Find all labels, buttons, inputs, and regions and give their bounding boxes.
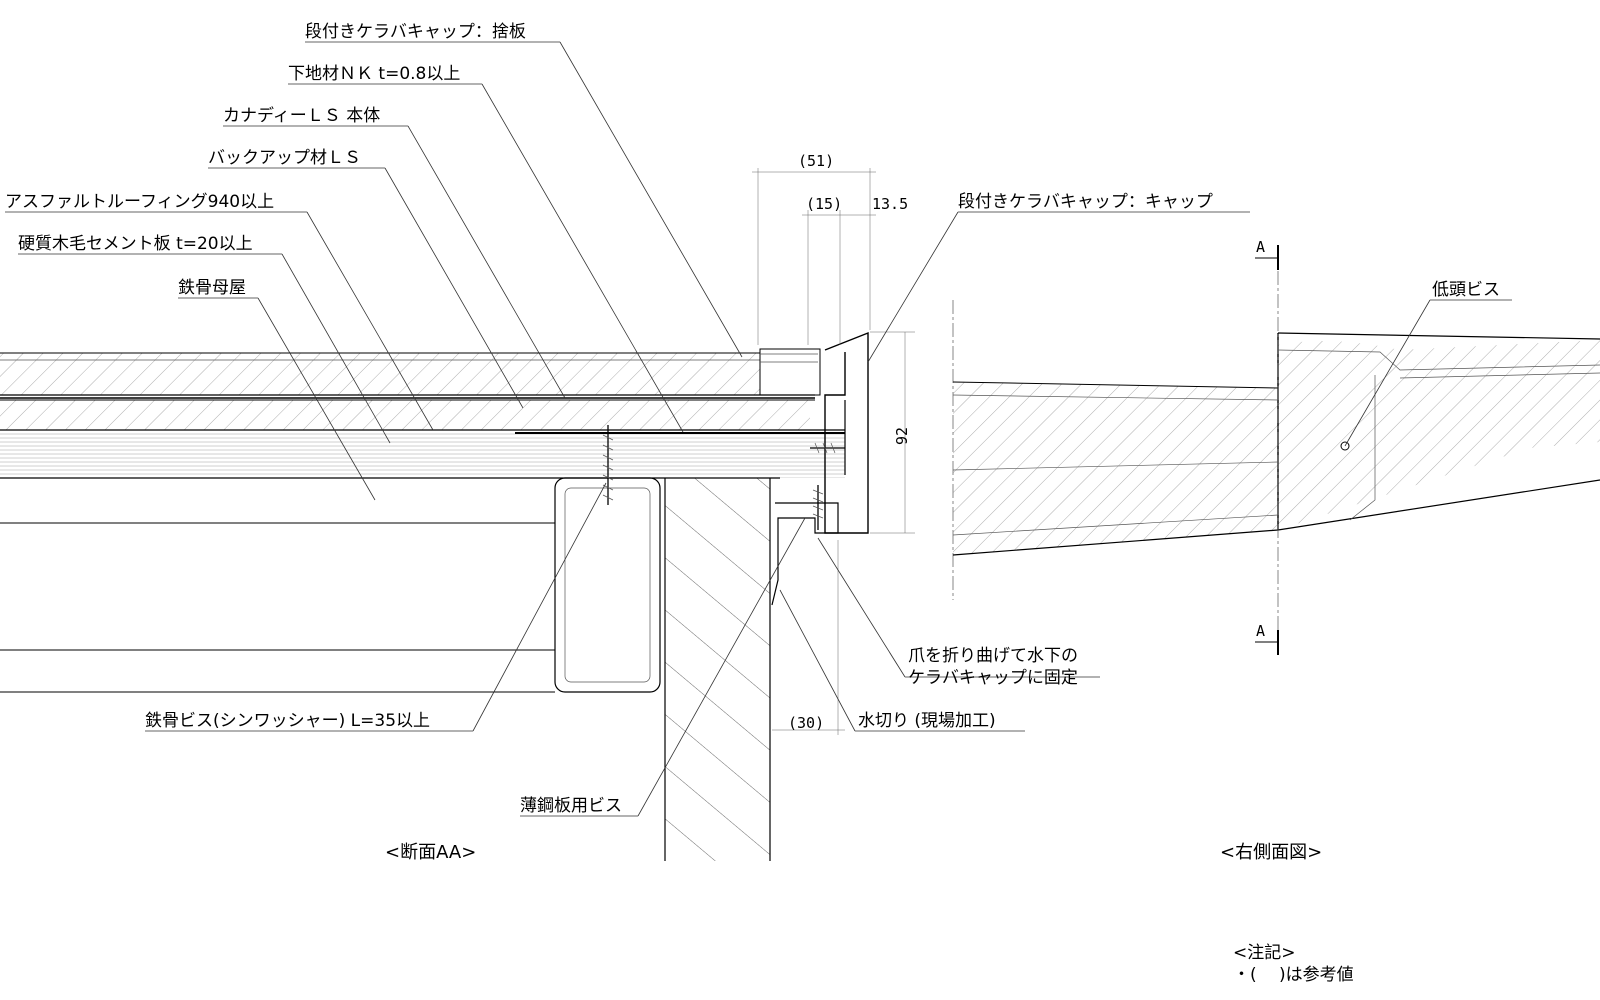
section-mark-bottom: A <box>1256 622 1265 640</box>
label-claw-line2: ケラバキャップに固定 <box>908 668 1078 688</box>
notes-title: <注記> <box>1233 943 1296 963</box>
steel-screw <box>602 425 614 505</box>
caption-section-aa: <断面AA> <box>385 842 476 863</box>
notes-line1: ・( )は参考値 <box>1233 965 1354 985</box>
label-low-head-screw: 低頭ビス <box>1432 280 1500 300</box>
label-steel-purlin: 鉄骨母屋 <box>178 278 246 298</box>
dimension-lines <box>752 168 915 735</box>
label-thin-plate-screw: 薄鋼板用ビス <box>520 796 622 816</box>
label-backup-ls: バックアップ材ＬＳ <box>208 148 361 168</box>
steel-purlin <box>0 478 555 523</box>
leader-lines <box>5 41 1250 817</box>
label-cement-board: 硬質木毛セメント板 t=20以上 <box>18 234 253 254</box>
label-underlay-nk: 下地材ＮＫ t=0.8以上 <box>288 64 460 84</box>
wall <box>665 478 770 861</box>
side-panel <box>953 340 1600 555</box>
label-canady-body: カナディーＬＳ 本体 <box>223 105 380 126</box>
label-drip: 水切り (現場加工) <box>858 711 996 731</box>
cap-screw <box>810 442 845 454</box>
label-steel-screw: 鉄骨ビス(シンワッシャー) L=35以上 <box>145 711 430 731</box>
backup-layer <box>0 400 810 430</box>
right-side-view: A A 低頭ビス <右側面図> <box>952 238 1600 863</box>
thin-plate-screw <box>812 485 824 530</box>
dim-13-5: 13.5 <box>872 195 908 213</box>
dim-15: (15) <box>806 195 842 213</box>
drip-flashing <box>771 502 839 606</box>
dim-51: (51) <box>798 152 834 170</box>
dim-30: (30) <box>788 714 824 732</box>
label-step-cap-plate: 段付きケラバキャップ：捨板 <box>305 22 526 42</box>
cement-board <box>0 432 845 478</box>
caption-side-view: <右側面図> <box>1220 842 1322 863</box>
roof-panel-body <box>0 353 760 395</box>
label-claw-line1: 爪を折り曲げて水下の <box>908 646 1078 666</box>
notes: <注記> ・( )は参考値 <box>1233 943 1354 985</box>
section-aa: (51) (15) 13.5 92 (30) <box>0 22 1250 863</box>
dim-92: 92 <box>893 427 911 445</box>
label-asphalt: アスファルトルーフィング940以上 <box>5 192 274 212</box>
label-step-cap-cap: 段付きケラバキャップ：キャップ <box>958 192 1213 212</box>
low-head-screw <box>1340 441 1350 451</box>
section-mark-top: A <box>1256 238 1265 256</box>
